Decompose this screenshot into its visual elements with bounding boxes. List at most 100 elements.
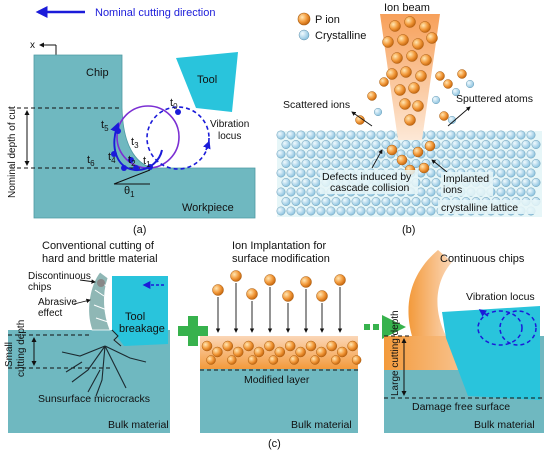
locus-label: locus	[218, 131, 241, 142]
point-t5	[115, 128, 121, 134]
workpiece-chip-body	[33, 54, 256, 219]
discontinuous-chip-1	[88, 271, 111, 331]
scattered-ion	[443, 79, 453, 89]
lattice-atom	[491, 178, 501, 187]
chip-fragment	[97, 279, 105, 287]
lattice-atom	[371, 159, 381, 168]
lattice-atom	[331, 159, 341, 168]
lattice-atom	[511, 178, 521, 187]
lattice-atom	[286, 130, 296, 140]
legend-p-ion-marker	[297, 12, 311, 26]
lattice-atom	[301, 140, 311, 149]
implantation-title-2: surface modification	[232, 253, 330, 265]
beam-ion	[412, 38, 424, 50]
lattice-label-bg	[438, 200, 542, 214]
incoming-ion	[230, 270, 242, 282]
incoming-ion	[246, 288, 258, 300]
scattered-ions-label: Scattered ions	[283, 99, 350, 111]
disc-chips-arrow	[79, 279, 96, 284]
lattice-atom	[311, 178, 321, 187]
discontinuous-chips-label-2: chips	[28, 282, 51, 293]
lattice-atom	[501, 159, 511, 168]
lattice-atom	[491, 140, 501, 149]
lattice-atom	[311, 159, 321, 168]
implanted-ion	[412, 146, 424, 158]
lattice-atom	[441, 159, 451, 168]
lattice-atom	[331, 140, 341, 149]
lattice-atom	[506, 130, 516, 140]
vibration-locus-dashed	[146, 106, 210, 170]
layer-ion	[305, 340, 317, 352]
lattice-atom	[526, 187, 536, 197]
beam-ions	[382, 16, 438, 126]
lattice-atom	[516, 130, 526, 140]
beam-ion	[420, 54, 432, 66]
nominal-cutting-direction-label: Nominal cutting direction	[95, 7, 215, 19]
lattice-atom	[331, 197, 341, 206]
point-t4	[121, 165, 127, 171]
sputtered-arrow	[447, 106, 471, 127]
lattice-atom	[346, 206, 356, 216]
beam-ion	[412, 100, 424, 112]
lattice-atom	[481, 159, 491, 168]
lattice-atom	[291, 197, 301, 206]
lattice-atom	[376, 130, 386, 140]
lattice-atom	[346, 149, 356, 159]
t6-label: t6	[87, 154, 95, 168]
incoming-ion	[212, 284, 224, 296]
lattice-atom	[286, 206, 296, 216]
lattice-atom	[386, 130, 396, 140]
lattice-atom	[316, 149, 326, 159]
lattice-atom	[506, 149, 516, 159]
lattice-atom	[496, 130, 506, 140]
lattice-atom	[316, 206, 326, 216]
beam-ion	[415, 70, 427, 82]
lattice-atom	[431, 178, 441, 187]
x-axis-label: x	[30, 40, 35, 51]
incoming-ions	[212, 270, 346, 333]
chip-cracks	[93, 279, 109, 323]
lattice-atom	[346, 130, 356, 140]
lattice-atom	[441, 140, 451, 149]
lattice-atom	[416, 187, 426, 197]
lattice-atom	[291, 140, 301, 149]
layer-ion	[295, 346, 306, 358]
tool-shape-c1	[112, 276, 168, 346]
lattice-atom	[336, 130, 346, 140]
incoming-ion	[282, 290, 294, 302]
lattice-atom	[501, 178, 511, 187]
lattice-atom	[446, 130, 456, 140]
lattice-atom	[351, 159, 361, 168]
bulk-material-label-1: Bulk material	[108, 419, 169, 431]
scattered-ion	[379, 77, 389, 87]
subsurface-cracks	[61, 345, 147, 397]
lattice-atom	[401, 197, 411, 206]
layer-ion	[212, 346, 223, 358]
lattice-atom	[466, 130, 476, 140]
lattice-atom	[311, 197, 321, 206]
abrasive-label-1: Abrasive	[38, 297, 77, 308]
layer-ion	[310, 355, 320, 365]
beam-ion	[386, 68, 398, 80]
caption-c: (c)	[268, 438, 281, 450]
lattice-atom	[311, 140, 321, 149]
chip-label: Chip	[86, 67, 109, 79]
lattice-atom	[301, 178, 311, 187]
lattice-atom	[281, 178, 291, 187]
conventional-title-1: Conventional cutting of	[42, 240, 155, 252]
lattice-atom	[306, 130, 316, 140]
beam-ion	[389, 20, 401, 32]
defects-label-2: cascade collision	[330, 182, 410, 194]
legend-p-ion-label: P ion	[315, 14, 340, 26]
vibration-locus-label-c: Vibration locus	[466, 291, 535, 303]
modified-layer-label: Modified layer	[244, 374, 310, 386]
lattice-atom	[306, 187, 316, 197]
lattice-atom	[506, 168, 516, 178]
t4-label: t4	[108, 151, 116, 165]
t1-label: t1	[143, 155, 151, 169]
sputtered-atom	[373, 107, 383, 117]
lattice-atom	[396, 206, 406, 216]
scattered-arrow	[351, 111, 373, 127]
layer-ion	[247, 355, 258, 365]
